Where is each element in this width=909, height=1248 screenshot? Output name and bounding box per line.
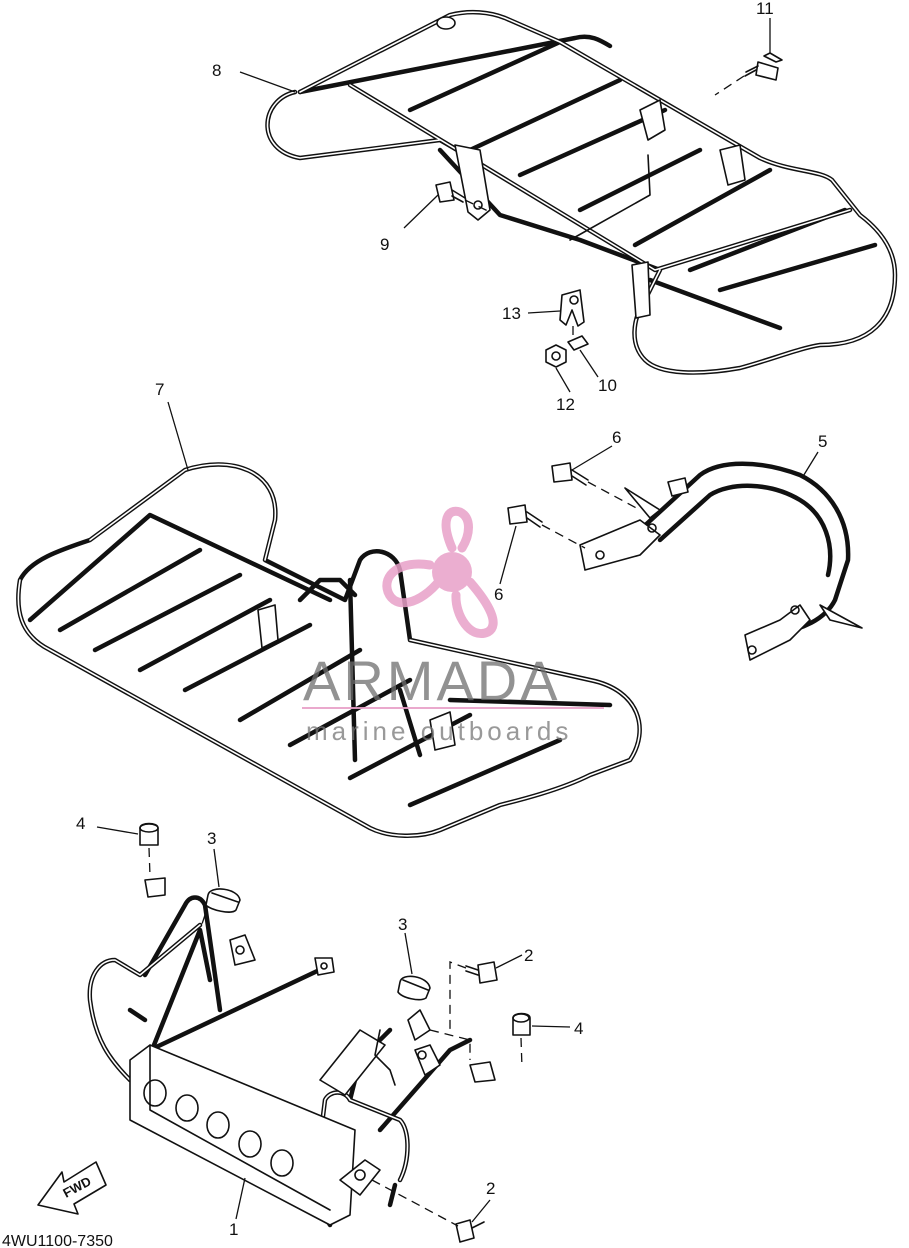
callout-3-left: 3 [207, 829, 216, 848]
callout-6-lower: 6 [494, 585, 503, 604]
propeller-logo-icon [382, 506, 498, 638]
fasteners [139, 52, 783, 1243]
callout-5: 5 [818, 432, 827, 451]
callout-7: 7 [155, 380, 164, 399]
cap-4-left [139, 822, 159, 846]
leader-lines [96, 18, 819, 1223]
watermark-tagline: marine outboards [306, 716, 572, 746]
bolt-11 [744, 52, 783, 81]
cap-4-right [512, 1012, 531, 1036]
side-frame [579, 461, 863, 661]
front-carrier [16, 462, 642, 838]
bolt-6-upper [551, 462, 589, 486]
callout-2-upper: 2 [524, 946, 533, 965]
watermark-brand: ARMADA [303, 649, 561, 712]
diagram-code: 4WU1100-7350 [2, 1233, 113, 1248]
bolt-2-upper [465, 961, 498, 984]
front-guard [87, 877, 496, 1228]
callout-9: 9 [380, 235, 389, 254]
rear-carrier [265, 9, 898, 375]
callout-10: 10 [598, 376, 617, 395]
nut-12 [545, 344, 567, 368]
clip-13 [559, 289, 585, 327]
callout-12: 12 [556, 395, 575, 414]
bolt-2-lower [455, 1219, 485, 1243]
watermark: ARMADA marine outboards [302, 506, 604, 746]
collar-10 [567, 335, 589, 351]
assembly-lines [148, 75, 745, 1227]
callout-6-upper: 6 [612, 428, 621, 447]
grommet-3-left [205, 888, 241, 913]
callouts: 8 11 9 13 10 12 7 5 6 6 4 3 3 2 4 2 1 [76, 0, 827, 1239]
callout-8: 8 [212, 61, 221, 80]
callout-13: 13 [502, 304, 521, 323]
callout-4-right: 4 [574, 1019, 583, 1038]
fwd-arrow: FWD [37, 1161, 107, 1215]
grommet-3-right [397, 975, 431, 1001]
bolt-6-lower [507, 504, 543, 528]
bolt-9 [435, 181, 466, 203]
callout-1: 1 [229, 1220, 238, 1239]
callout-4-left: 4 [76, 814, 85, 833]
callout-2-lower: 2 [486, 1179, 495, 1198]
callout-3-right: 3 [398, 915, 407, 934]
callout-11: 11 [756, 0, 774, 18]
